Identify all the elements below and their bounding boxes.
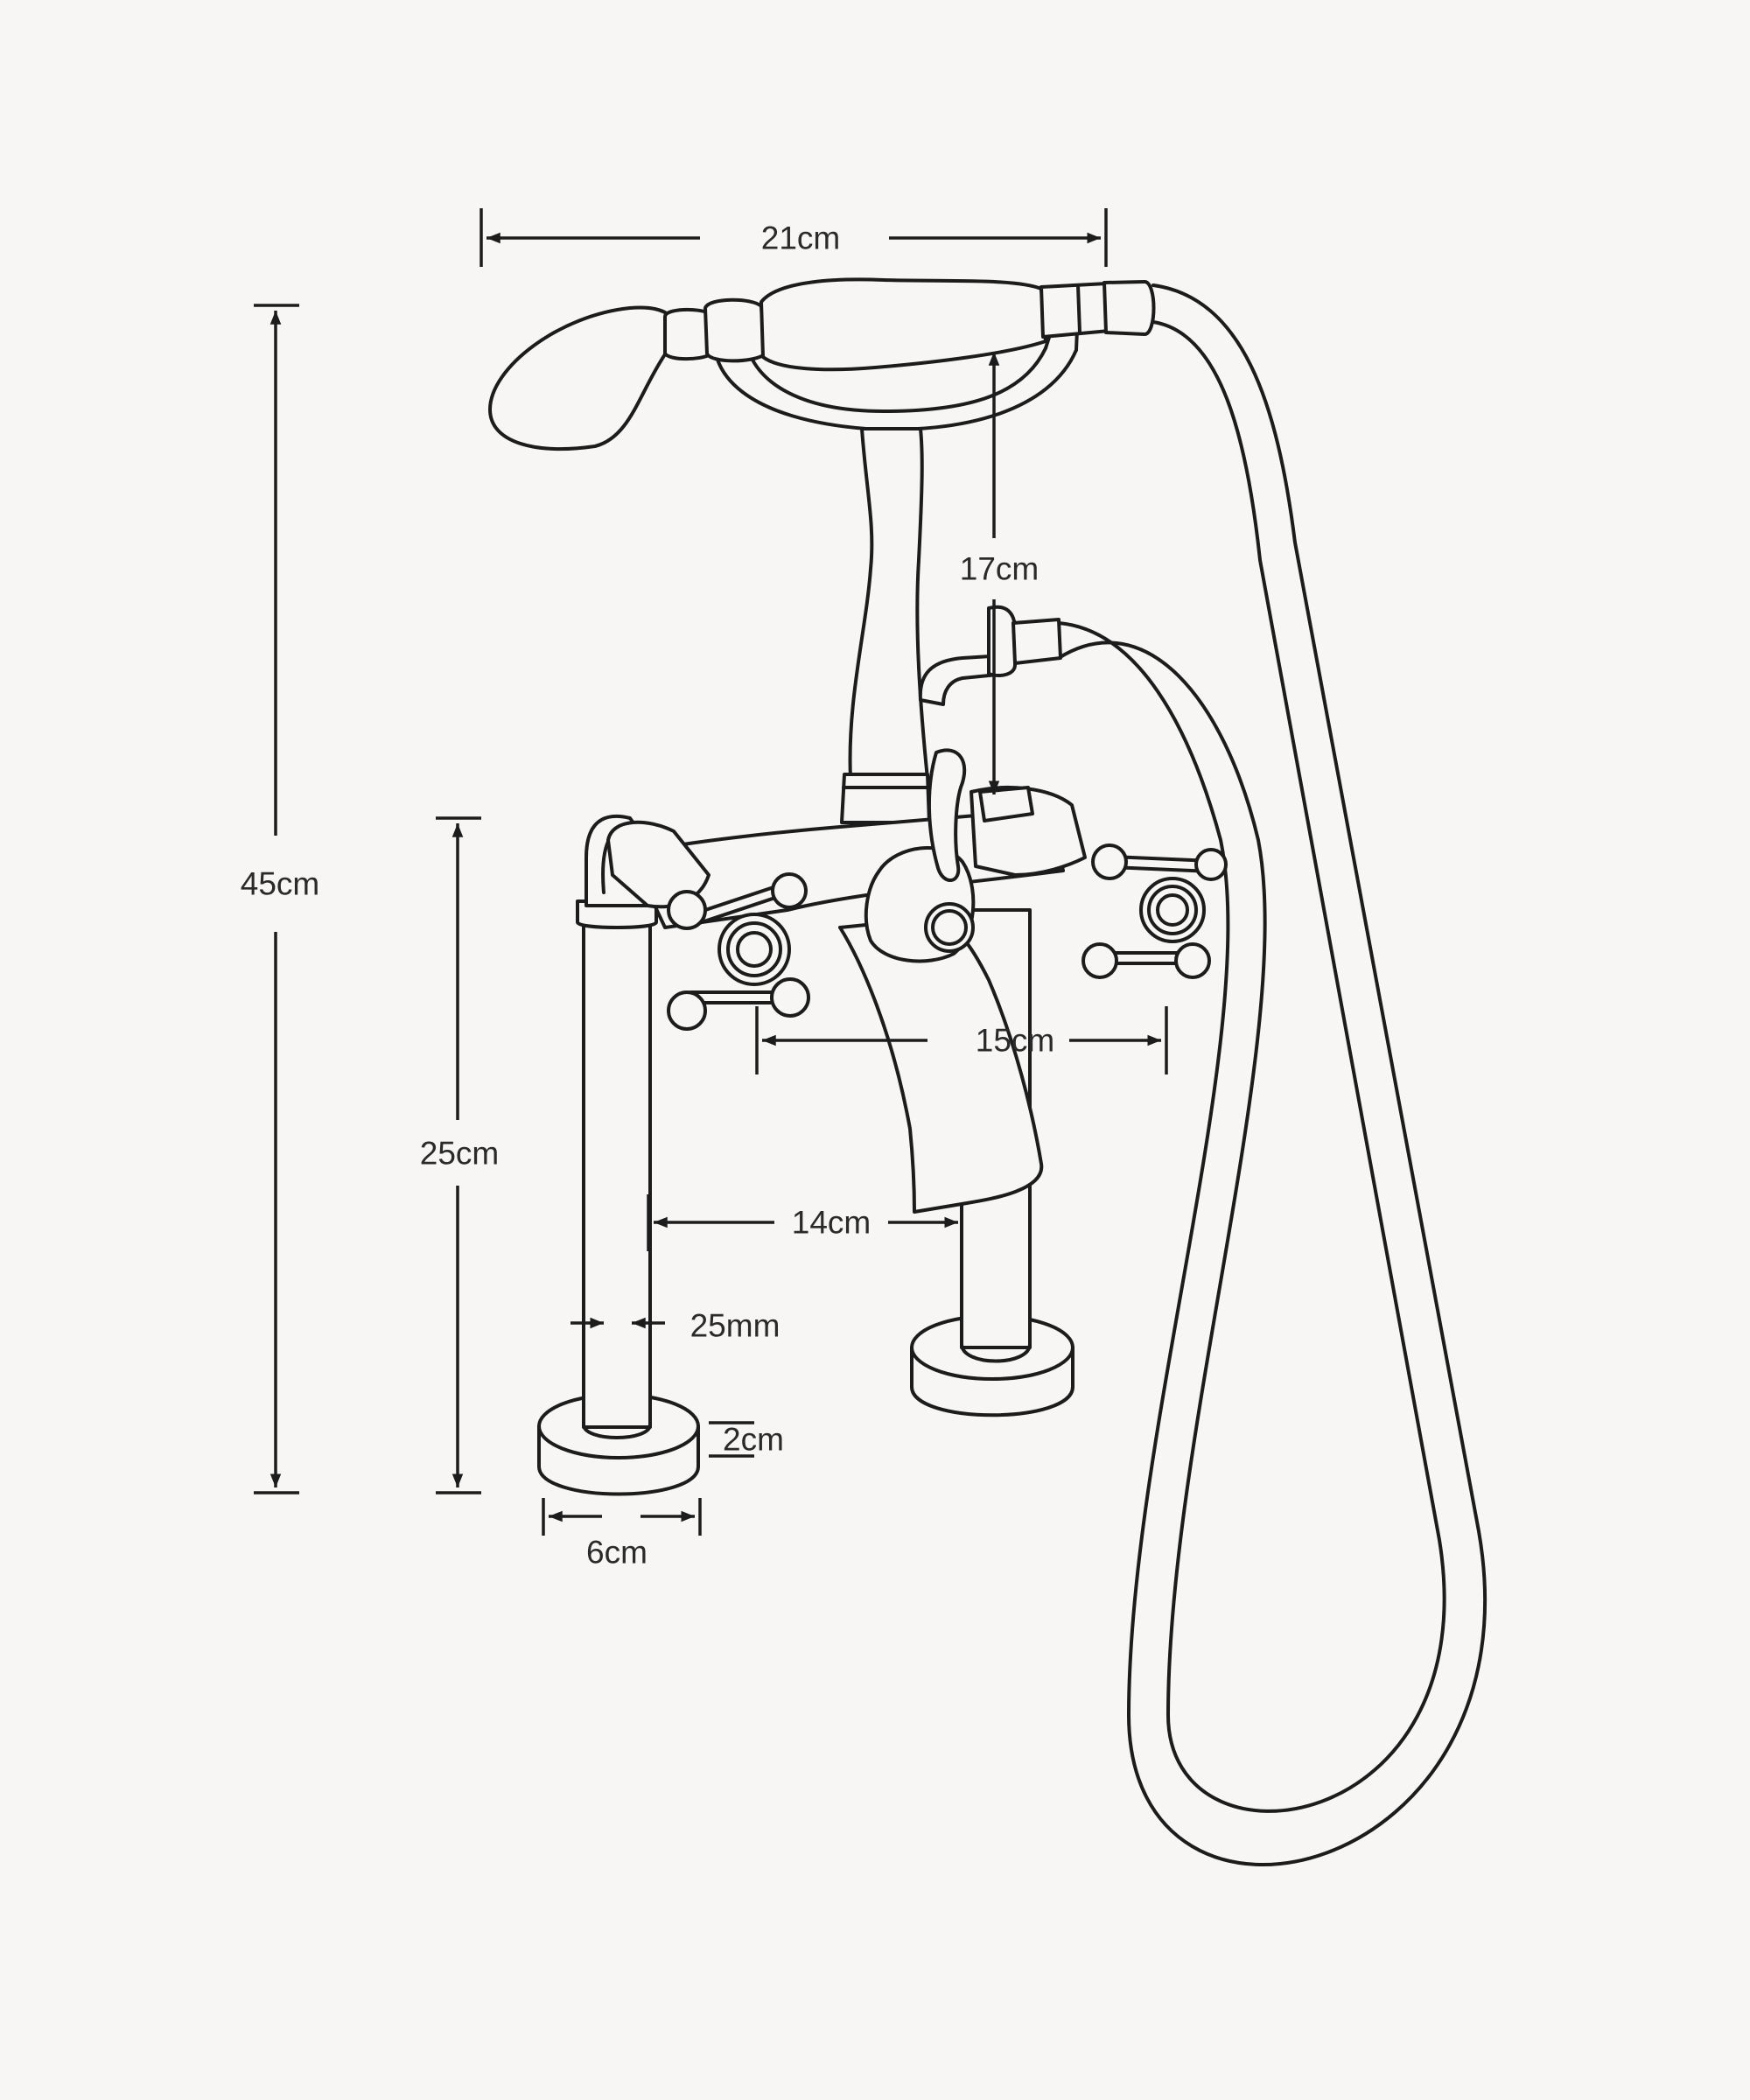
right-cross-handle	[1082, 844, 1228, 979]
label-base-width: 6cm	[586, 1535, 648, 1571]
shower-riser	[840, 427, 1062, 824]
label-leg-diameter: 25mm	[690, 1308, 780, 1344]
label-handle-spread: 15cm	[976, 1023, 1054, 1059]
dimension-base-height: 2cm	[709, 1421, 784, 1458]
dimension-base-width: 6cm	[542, 1498, 702, 1571]
label-base-height: 2cm	[723, 1422, 784, 1458]
label-leg-height: 25cm	[420, 1136, 499, 1172]
dimension-overall-width: 21cm	[480, 208, 1108, 267]
shower-handset	[488, 277, 1156, 451]
dimension-handset-height: 17cm	[960, 352, 1039, 794]
dimension-leg-height: 25cm	[420, 816, 499, 1494]
dimension-handle-spread: 15cm	[755, 1006, 1168, 1074]
label-leg-spacing: 14cm	[792, 1205, 871, 1241]
dimension-leg-diameter: 25mm	[570, 1308, 780, 1344]
label-overall-height: 45cm	[241, 866, 319, 902]
dimension-leg-spacing: 14cm	[647, 1194, 958, 1251]
mixer-body	[606, 748, 1087, 1214]
dimension-overall-height: 45cm	[241, 304, 319, 1494]
left-cross-handle	[667, 872, 810, 1031]
shower-hose	[1057, 284, 1487, 1866]
label-overall-width: 21cm	[761, 220, 840, 256]
label-handset-height: 17cm	[960, 551, 1039, 587]
